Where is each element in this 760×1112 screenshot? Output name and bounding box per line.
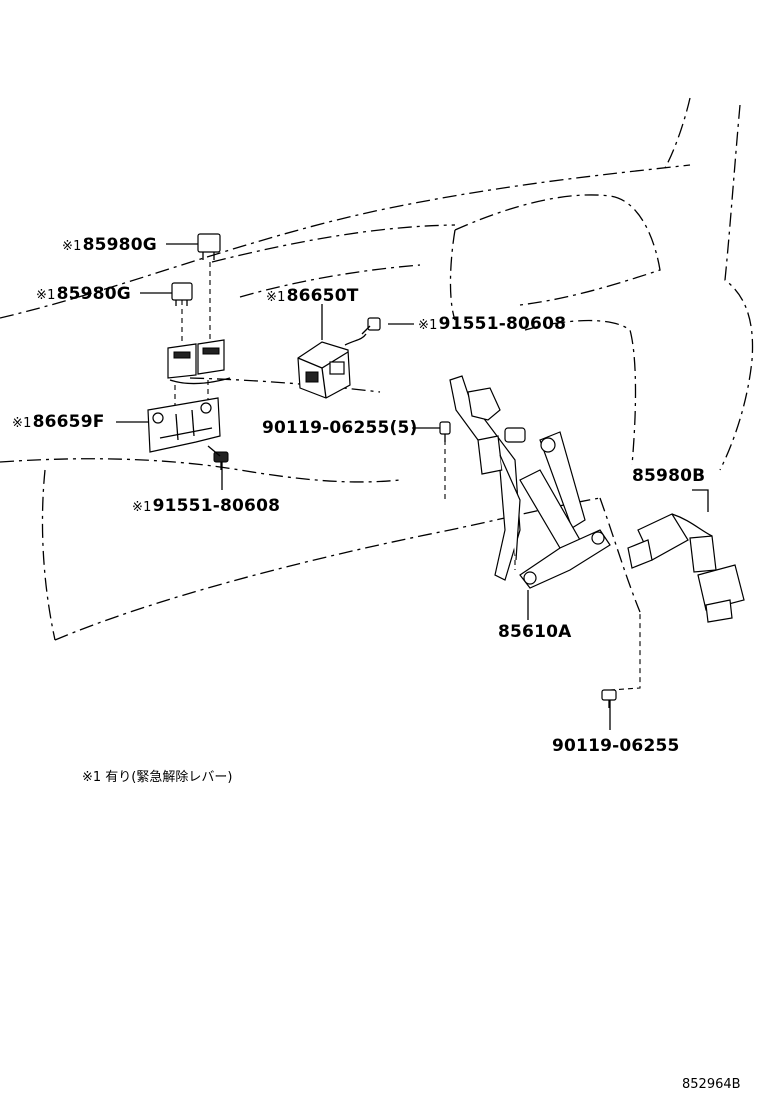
actuator-85610a xyxy=(449,375,611,589)
label-91551-left: ※191551-80608 xyxy=(132,496,280,518)
body-panel-outline xyxy=(0,97,754,641)
relay-85980g-lower xyxy=(171,282,193,306)
bolt-91551-right xyxy=(361,317,381,335)
note-marker: ※1 xyxy=(418,318,438,333)
note-marker: ※1 xyxy=(12,416,32,431)
note-marker: ※1 xyxy=(266,290,286,305)
part-number: 85980B xyxy=(632,466,706,486)
screw-90119-bottom xyxy=(601,689,617,708)
label-86659f: ※186659F xyxy=(12,412,105,434)
module-86650t xyxy=(297,333,367,399)
part-number: 85610A xyxy=(498,622,572,642)
label-90119-5: 90119-06255(5) xyxy=(262,418,418,438)
screw-90119-5 xyxy=(439,421,451,442)
note-marker: ※1 xyxy=(62,239,82,254)
part-number: 90119-06255 xyxy=(552,736,680,756)
part-number: 85980G xyxy=(56,284,131,304)
label-85980g-lower: ※185980G xyxy=(36,284,131,306)
label-90119-bottom: 90119-06255 xyxy=(552,736,680,756)
relay-85980b xyxy=(627,513,745,623)
label-86650t: ※186650T xyxy=(266,286,359,308)
part-number: 91551-80608 xyxy=(152,496,281,516)
label-85610a: 85610A xyxy=(498,622,572,642)
part-number: 90119-06255(5) xyxy=(262,418,418,438)
part-number: 86659F xyxy=(32,412,105,432)
label-85980b: 85980B xyxy=(632,466,705,486)
bolt-91551-left xyxy=(207,445,229,470)
leader-lines xyxy=(116,243,709,730)
part-number: 86650T xyxy=(286,286,359,306)
label-91551-right: ※191551-80608 xyxy=(418,314,566,336)
relay-85980g-upper xyxy=(197,233,221,260)
footnote: ※1 有り(緊急解除レバー) xyxy=(82,770,233,785)
part-number: 85980G xyxy=(82,235,157,255)
diagram-code: 852964B xyxy=(682,1077,741,1092)
label-85980g-upper: ※185980G xyxy=(62,235,157,257)
note-marker: ※1 xyxy=(36,288,56,303)
relay-sockets xyxy=(167,339,231,385)
bracket-86659f xyxy=(147,397,221,453)
part-number: 91551-80608 xyxy=(438,314,567,334)
note-marker: ※1 xyxy=(132,500,152,515)
